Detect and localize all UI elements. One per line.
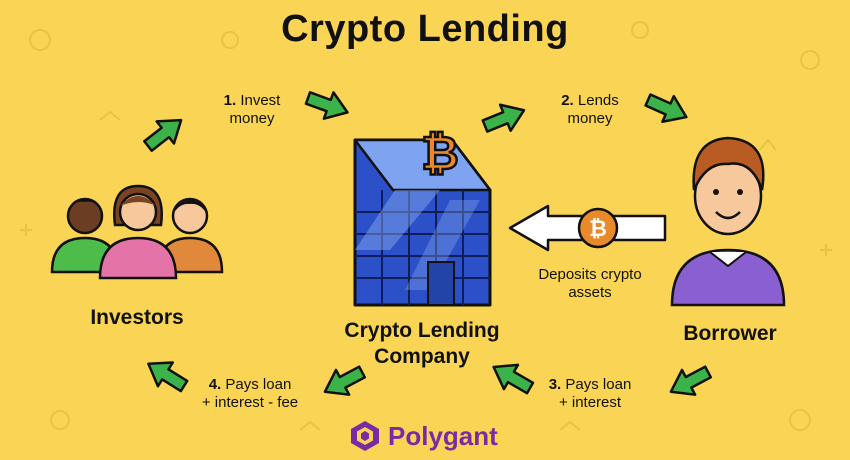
step-4-label: 4. Pays loan + interest - fee — [180, 376, 320, 412]
arrow-step2-to-borrower — [641, 85, 694, 132]
step-3-line2: + interest — [558, 394, 622, 411]
deposit-line1: Deposits crypto — [538, 266, 642, 283]
step-1-line1: Invest — [240, 92, 281, 109]
arrow-investors-to-step1 — [138, 107, 191, 159]
borrower-icon — [670, 136, 786, 307]
brand-name: Polygant — [388, 420, 498, 451]
step-3-number: 3. — [548, 376, 562, 393]
investors-label: Investors — [90, 306, 184, 329]
background-doodles — [20, 21, 832, 431]
step-3-label: 3. Pays loan + interest — [530, 376, 650, 412]
polygant-logo-icon — [351, 421, 379, 451]
arrow-step1-to-company — [301, 83, 354, 127]
deposit-line2: assets — [568, 284, 612, 301]
step-2-number: 2. — [561, 92, 574, 109]
step-1-line2: money — [229, 110, 275, 127]
company-label: Crypto Lending Company — [322, 318, 522, 370]
borrower-label: Borrower — [683, 322, 777, 345]
investors-icon — [50, 184, 224, 280]
step-2-label: 2. Lends money — [540, 92, 640, 128]
svg-text:₿: ₿ — [421, 126, 459, 180]
step-4-line1: Pays loan — [225, 376, 292, 393]
step-1-label: 1. Invest money — [202, 92, 302, 128]
company-label-line1: Crypto Lending — [344, 319, 500, 342]
step-4-number: 4. — [208, 376, 222, 393]
deposit-label: Deposits crypto assets — [520, 266, 660, 302]
step-3-line1: Pays loan — [565, 376, 632, 393]
svg-text:₿: ₿ — [589, 217, 607, 242]
arrow-company-to-step2 — [478, 96, 531, 141]
company-label-line2: Company — [374, 345, 470, 368]
page-title: Crypto Lending — [281, 8, 569, 50]
step-2-line1: Lends — [577, 92, 619, 109]
step-4-line2: + interest - fee — [201, 394, 299, 411]
deposit-arrow-icon: ₿ — [508, 204, 667, 252]
step-1-number: 1. — [223, 92, 237, 109]
bitcoin-icon: ₿ — [420, 125, 460, 182]
step-2-line2: money — [567, 110, 613, 127]
arrow-borrower-to-step3 — [663, 358, 716, 406]
brand-logo: Polygant — [348, 418, 498, 454]
building-icon — [353, 138, 492, 307]
